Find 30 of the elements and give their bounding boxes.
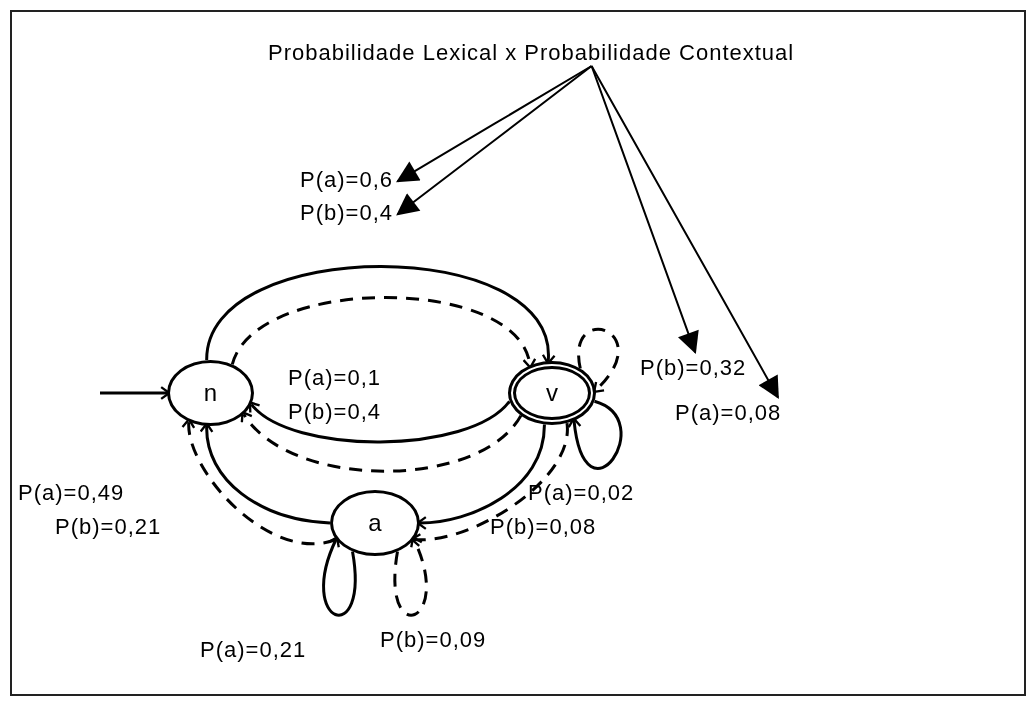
loop-arrow xyxy=(322,536,357,617)
probability-text: P(b)=0,32 xyxy=(640,355,747,381)
transition-arrow xyxy=(230,296,536,369)
leader-arrow xyxy=(396,65,593,216)
state-label: a xyxy=(368,509,382,537)
probability-label: P(b)=0,09 xyxy=(380,627,487,653)
heading-text: Probabilidade Lexical x Probabilidade Contextual xyxy=(268,40,795,66)
leader-arrow xyxy=(590,65,699,355)
transition-arrow xyxy=(410,423,569,547)
probability-text: P(b)=0,4 xyxy=(300,200,393,226)
leader-arrow xyxy=(396,65,593,183)
loop-arrow xyxy=(567,399,623,470)
state-node xyxy=(167,360,254,426)
state-label: v xyxy=(546,379,558,407)
transition-arrow xyxy=(248,400,511,444)
state-node xyxy=(330,490,420,556)
probability-label: P(b)=0,21 xyxy=(55,514,162,540)
transition-arrow xyxy=(241,411,523,473)
leader-arrow xyxy=(590,65,779,399)
loop-arrow xyxy=(393,536,428,617)
probability-label: P(b)=0,4 xyxy=(288,399,381,425)
loop-arrow xyxy=(577,327,620,394)
probability-label: P(a)=0,21 xyxy=(200,637,307,663)
probability-label: P(a)=0,1 xyxy=(288,365,381,391)
probability-text: P(a)=0,08 xyxy=(675,400,782,426)
probability-label: P(a)=0,02 xyxy=(528,480,635,506)
probability-text: P(a)=0,6 xyxy=(300,167,393,193)
state-label: n xyxy=(203,379,218,407)
probability-label: P(b)=0,08 xyxy=(490,514,597,540)
probability-label: P(a)=0,49 xyxy=(18,480,125,506)
